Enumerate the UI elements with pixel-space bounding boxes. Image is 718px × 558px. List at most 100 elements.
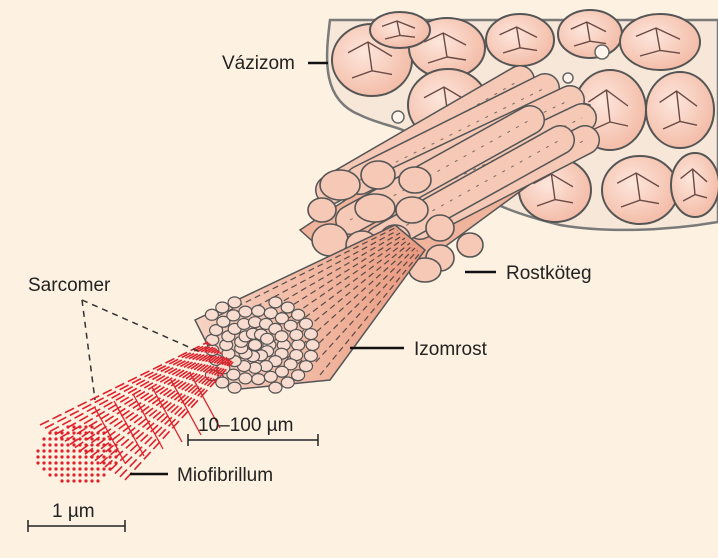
myofibril-filament [124,361,234,481]
myofibril-dot [96,473,100,477]
fiber-cell [204,308,219,321]
fiber-cell [280,376,295,389]
tissue-network-line [659,90,698,130]
fiber-cell [215,301,230,314]
label-miofibrillum: Miofibrillum [177,465,273,486]
myofibril-filament [84,351,222,455]
fiber-cell [251,304,266,317]
myofibril-dot [60,473,64,477]
fiber-cell [238,372,253,385]
myofibril-dot [66,443,70,447]
myofibril-dot [90,479,94,483]
myofibril-dot [36,455,40,459]
fiber-cell [268,381,283,394]
myofibril-dot [78,467,82,471]
myofibril-dot [108,455,112,459]
fiber-cell [305,338,320,352]
fascicle-striation [329,79,521,191]
myofibril-dot [42,467,46,471]
myofibril-dot [42,461,46,465]
myofibril-dot [60,467,64,471]
myofibril-dot [102,431,106,435]
myofibril-dot [84,443,88,447]
myofibril-dot [48,473,52,477]
myofibril-filament [39,341,209,426]
myofibril-dot [84,479,88,483]
fiber-cell [268,296,283,309]
myofibril-dot [96,431,100,435]
tissue-network-line [499,26,538,54]
tissue-network-line [570,21,607,47]
myofibril-dot [108,437,112,441]
myofibril-dot [72,467,76,471]
myofibril-dot [114,461,118,465]
myofibril-dot [84,425,88,429]
tissue-network-line [347,41,393,79]
fiber-cell [274,330,289,343]
myofibril-dot [60,449,64,453]
myofibril-filament [119,360,233,478]
myofibril-dot [96,437,100,441]
myofibril-dot [60,431,64,435]
myofibril-dot [54,455,58,459]
myofibril-dot [102,461,106,465]
fascicle-cell [319,169,361,201]
fascicle-cell [456,232,484,258]
myofibril-dot [72,449,76,453]
tissue-vessel [391,110,405,124]
myofibril-dot [72,473,76,477]
fascicle-cell [398,166,432,194]
fiber-cell [289,328,304,342]
myofibril-scale-bar [27,520,126,532]
myofibril-dot [48,443,52,447]
myofibril-filament [69,348,218,446]
myofibril-dot [96,461,100,465]
myofibril-dot [54,467,58,471]
fiber-cell [247,338,263,352]
myofibril-dot [78,461,82,465]
myofibril-dot [78,431,82,435]
fascicle-cell [307,197,337,223]
fascicle-striation [379,139,561,241]
myofibril-filament [109,357,230,471]
fiber-cell [227,296,242,309]
fiber-cell [263,370,278,383]
fiber-cell [303,349,319,363]
tissue-network-line [381,20,416,40]
tissue-network-line [680,168,708,202]
myofibril-dot [114,449,118,453]
myofibril-dot [78,455,82,459]
label-rostkoteg: Rostköteg [506,263,592,284]
fiber-cell [260,332,275,345]
myofibril-dot [90,461,94,465]
myofibril-dot [84,431,88,435]
myofibril-dot [54,449,58,453]
fiber-cell [215,376,230,389]
myofibril-dot [96,455,100,459]
fiber-cell [227,381,242,394]
fiber-cell [283,358,298,371]
fascicle-cell [354,193,396,223]
fiber-cell [208,324,224,337]
tissue-network-line [588,89,629,131]
myofibril-dot [36,449,40,453]
myofibril-dot [96,443,100,447]
myofibril-dot [102,437,106,441]
myofibril-dot [48,449,52,453]
myofibril-dot [102,455,106,459]
tissue-vessel [562,72,574,84]
myofibril-dot [60,461,64,465]
fiber-cell [291,308,306,321]
myofibril-dot [90,467,94,471]
myofibril-dot [84,437,88,441]
myofibril-dot [54,437,58,441]
myofibril-filaments [39,341,234,481]
myofibril-dot [102,443,106,447]
myofibril-dot [54,431,58,435]
myofibril-dot [66,479,70,483]
myofibril-dot [36,461,40,465]
myofibril-filament [114,359,231,475]
fiber-striation [275,242,411,354]
fiber-cell [280,301,295,314]
